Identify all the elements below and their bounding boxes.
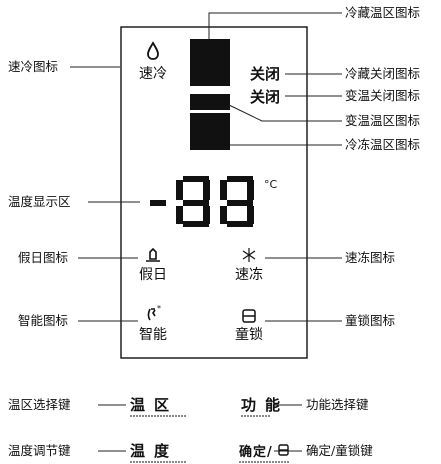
- holiday-label: 假日: [139, 267, 167, 283]
- child-lock-label: 童锁: [235, 326, 263, 343]
- freezer-zone-bar: [190, 118, 230, 150]
- variable-zone-bar-top: [190, 94, 230, 110]
- smart-group: * 智能: [139, 304, 167, 343]
- label-function-select-key: 功能选择键: [306, 397, 369, 412]
- bell-icon: [146, 247, 160, 262]
- label-child-lock-icon: 童锁图标: [345, 313, 395, 328]
- leader-fridge-zone: [208, 12, 342, 39]
- fridge-off-label: 关闭: [250, 65, 280, 83]
- label-variable-off-icon: 变温关闭图标: [345, 88, 420, 103]
- function-key[interactable]: 功能: [241, 396, 289, 414]
- child-lock-group: 童锁: [235, 309, 263, 343]
- label-variable-zone-icon: 变温温区图标: [345, 113, 420, 128]
- label-zone-select-key: 温区选择键: [8, 397, 71, 412]
- label-temp-adjust-key: 温度调节键: [8, 443, 71, 458]
- snowflake-icon: [242, 248, 256, 262]
- confirm-lock-key[interactable]: 确定/: [239, 444, 289, 460]
- display-panel-frame: [120, 26, 308, 359]
- holiday-group: 假日: [139, 247, 167, 283]
- label-smart-icon: 智能图标: [18, 313, 68, 328]
- quick-cool-label: 速冷: [139, 66, 167, 82]
- confirm-key-label[interactable]: 确定/: [239, 444, 273, 460]
- celsius-unit: °C: [264, 178, 278, 191]
- digit-two: [220, 176, 254, 227]
- fridge-zone-bar: [190, 39, 230, 86]
- temp-key[interactable]: 温度: [130, 442, 178, 460]
- minus-segment: [150, 200, 166, 206]
- quick-freeze-label: 速冻: [235, 266, 263, 283]
- zone-key[interactable]: 温区: [130, 396, 178, 414]
- label-fridge-off-icon: 冷藏关闭图标: [345, 66, 420, 81]
- label-quick-cool-icon: 速冷图标: [8, 59, 58, 74]
- smart-label: 智能: [139, 327, 167, 343]
- quick-cool-group: 速冷: [139, 41, 167, 82]
- svg-text:*: *: [157, 304, 161, 313]
- label-holiday-icon: 假日图标: [18, 250, 68, 265]
- label-confirm-lock-key: 确定/童锁键: [306, 443, 373, 458]
- droplet-icon: [147, 41, 159, 60]
- label-quick-freeze-icon: 速冻图标: [345, 250, 395, 265]
- label-temp-display-area: 温度显示区: [8, 194, 71, 209]
- leader-variable-zone: [228, 104, 342, 122]
- digit-one: [176, 176, 210, 227]
- smart-face-icon: [147, 308, 156, 321]
- temperature-display: °C: [150, 176, 278, 227]
- leader-lines: [70, 12, 342, 452]
- quick-freeze-group: 速冻: [235, 248, 263, 283]
- label-fridge-zone-icon: 冷藏温区图标: [345, 5, 420, 20]
- label-freezer-zone-icon: 冷冻温区图标: [345, 137, 420, 152]
- variable-off-label: 关闭: [250, 88, 280, 106]
